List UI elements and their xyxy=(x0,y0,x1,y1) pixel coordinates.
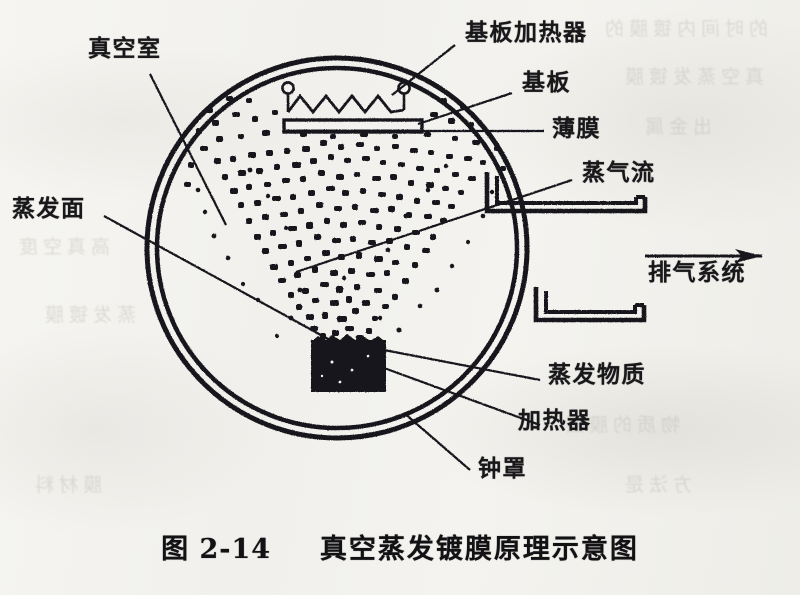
figure-caption: 图 2-14 真空蒸发镀膜原理示意图 xyxy=(0,527,800,566)
leader-evaporation-surface xyxy=(103,215,331,341)
label-exhaust-system: 排气系统 xyxy=(648,260,746,286)
leader-vacuum-chamber xyxy=(149,73,227,226)
label-bell-jar: 钟罩 xyxy=(478,456,527,482)
label-vacuum-chamber: 真空室 xyxy=(88,36,162,62)
lower-exhaust-port xyxy=(533,287,647,323)
leader-heater xyxy=(383,366,541,427)
leader-substrate xyxy=(417,91,513,126)
label-thin-film: 薄膜 xyxy=(552,116,601,142)
evaporation-source-block xyxy=(311,334,386,392)
leader-substrate-heater xyxy=(391,44,456,96)
leader-bell-jar xyxy=(403,412,471,471)
figure-number: 图 2-14 xyxy=(161,534,272,565)
heater-terminal-icon xyxy=(281,81,411,95)
bell-jar-shell xyxy=(144,55,530,441)
vapor-stream-plume xyxy=(184,96,506,364)
upper-exhaust-port xyxy=(484,172,648,214)
substrate-plate xyxy=(282,118,424,134)
leader-lines xyxy=(103,44,573,471)
label-substrate-heater: 基板加热器 xyxy=(465,20,588,46)
leader-evaporation-material xyxy=(383,348,541,382)
substrate-heater-element xyxy=(286,92,406,115)
label-evaporation-material: 蒸发物质 xyxy=(548,362,646,388)
figure-title: 真空蒸发镀膜原理示意图 xyxy=(319,534,639,565)
label-heater: 加热器 xyxy=(518,408,592,434)
exhaust-arrow-icon xyxy=(645,249,762,263)
leader-vapor-stream xyxy=(295,178,573,274)
label-evaporation-surface: 蒸发面 xyxy=(12,196,86,222)
label-vapor-stream: 蒸气流 xyxy=(582,160,656,186)
label-substrate: 基板 xyxy=(522,70,571,96)
